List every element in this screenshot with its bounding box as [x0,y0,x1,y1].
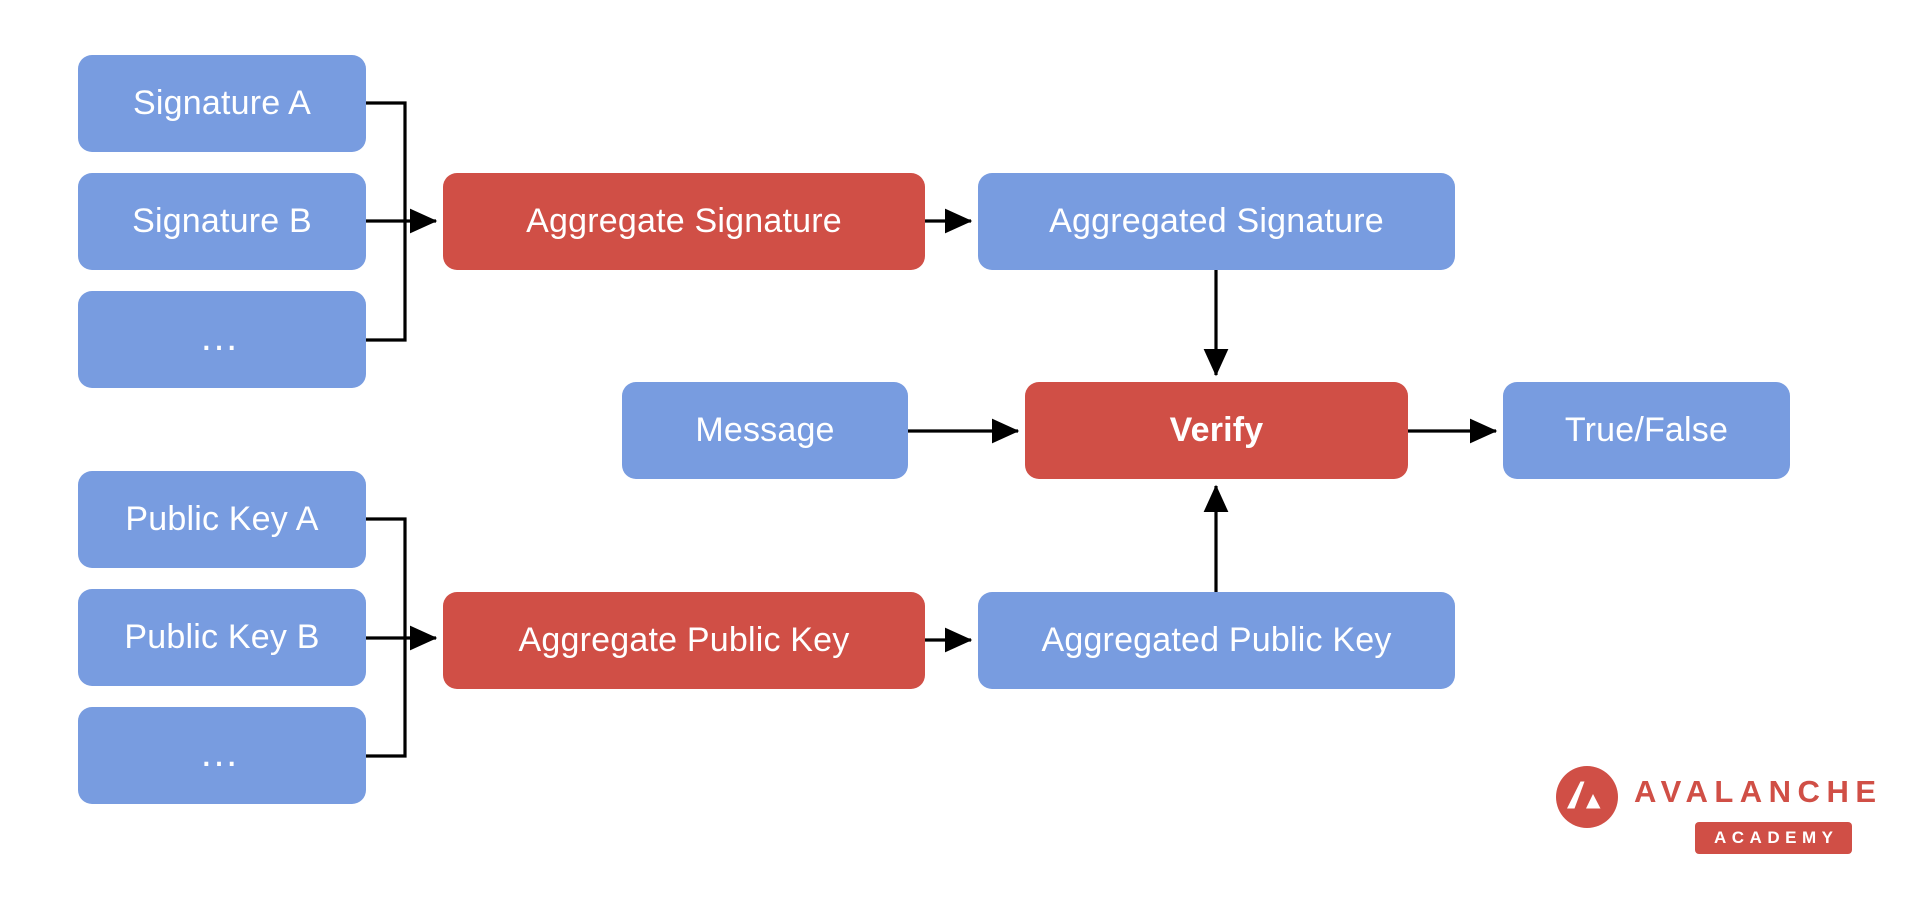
node-verify[interactable]: Verify [1025,382,1408,479]
node-public-key-b[interactable]: Public Key B [78,589,366,686]
node-true-false[interactable]: True/False [1503,382,1790,479]
logo-academy-badge: ACADEMY [1695,822,1853,854]
node-signature-more[interactable]: … [78,291,366,388]
node-aggregated-public-key[interactable]: Aggregated Public Key [978,592,1455,689]
node-signature-b[interactable]: Signature B [78,173,366,270]
node-aggregate-public-key[interactable]: Aggregate Public Key [443,592,925,689]
node-message[interactable]: Message [622,382,908,479]
logo-wordmark: AVALANCHE [1634,774,1883,809]
edge-public-keys-to-aggregate [366,517,438,758]
node-public-key-a[interactable]: Public Key A [78,471,366,568]
node-public-key-more[interactable]: … [78,707,366,804]
node-aggregated-signature[interactable]: Aggregated Signature [978,173,1455,270]
node-signature-a[interactable]: Signature A [78,55,366,152]
node-aggregate-signature[interactable]: Aggregate Signature [443,173,925,270]
avalanche-triangle-icon [1556,766,1618,828]
edge-signatures-to-aggregate [366,101,438,342]
avalanche-academy-logo: AVALANCHE ACADEMY [1556,766,1886,864]
